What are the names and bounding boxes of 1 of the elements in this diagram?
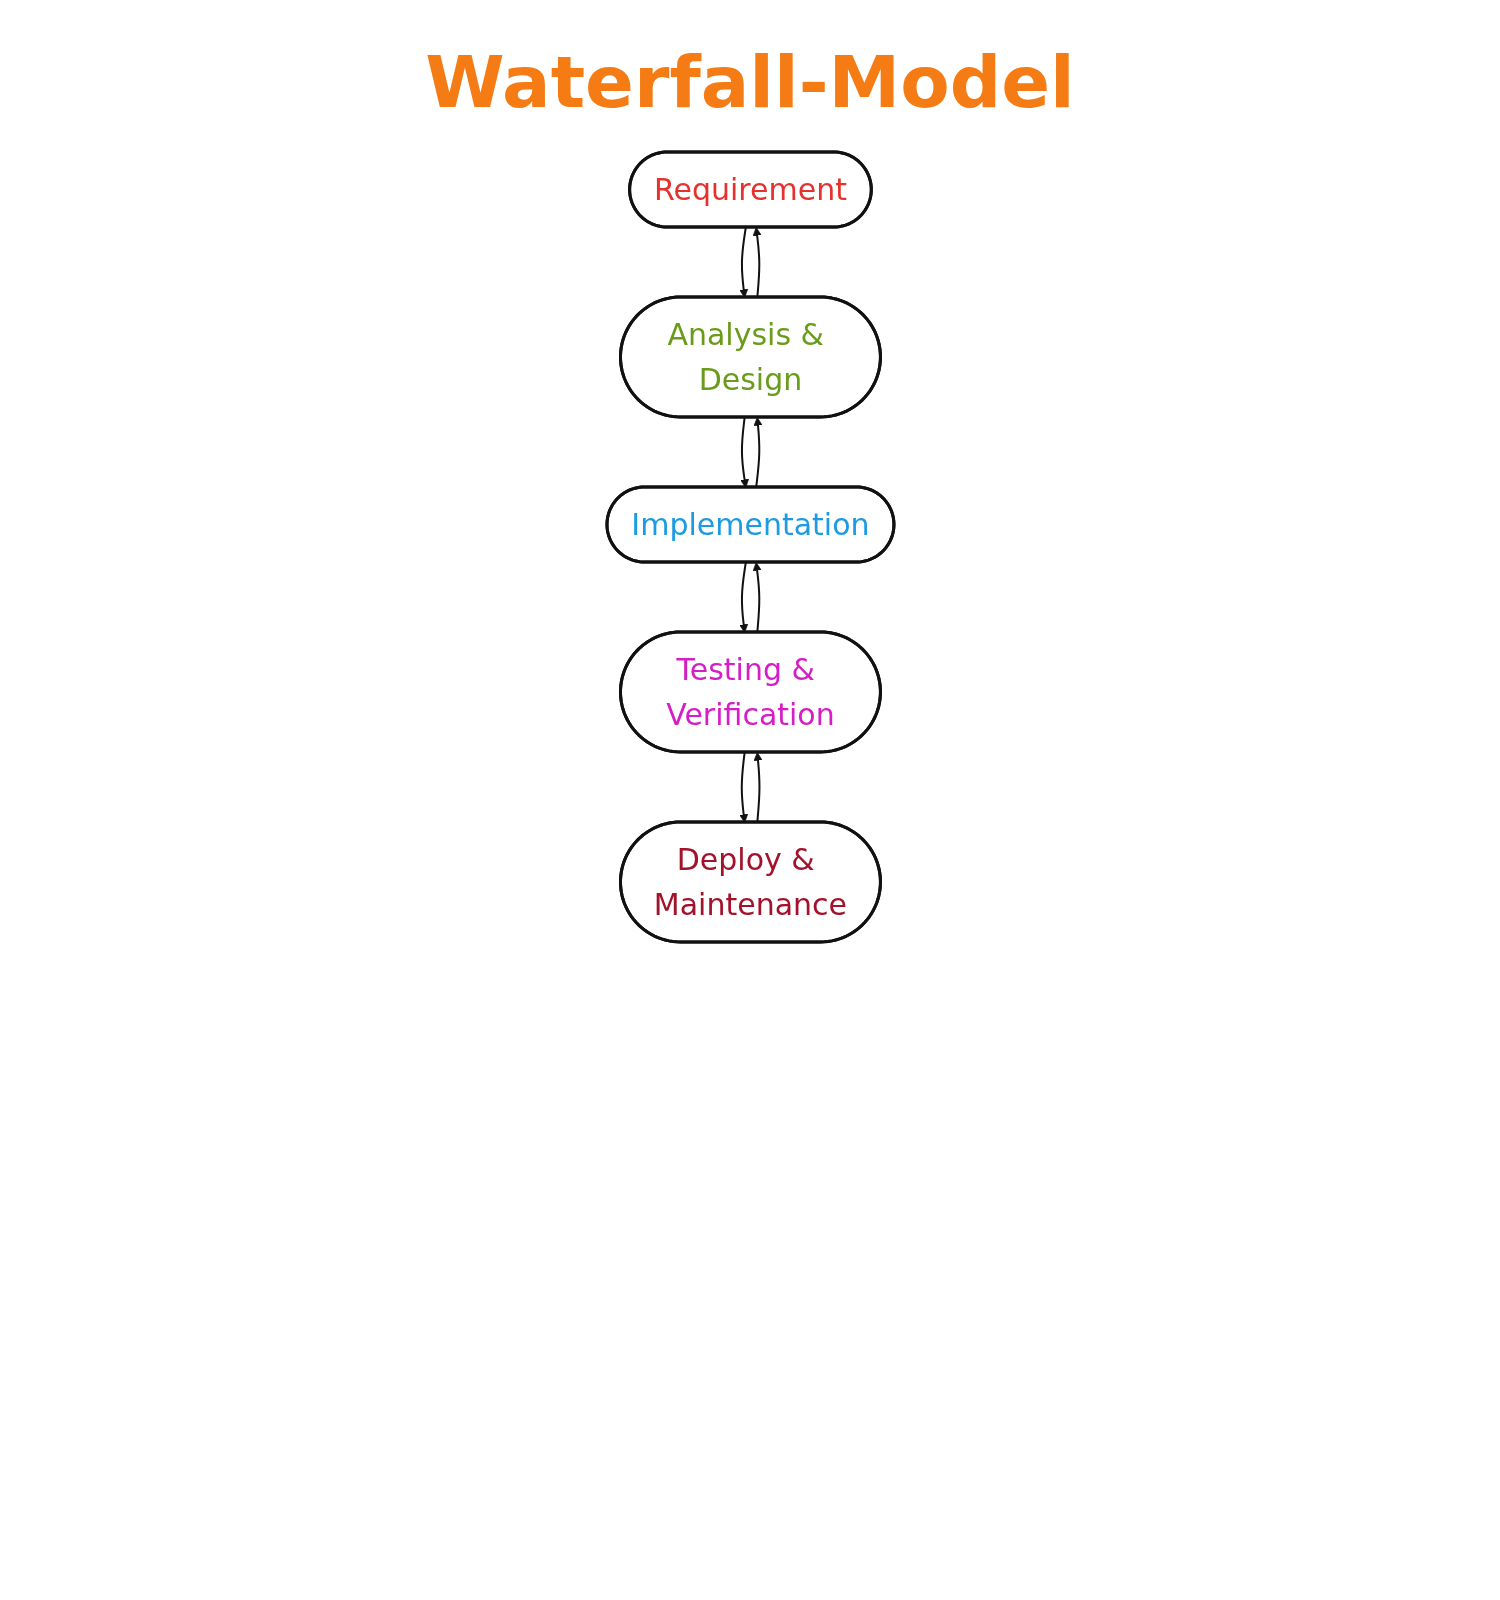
diagram-title: Waterfall-Model (424, 40, 1076, 124)
